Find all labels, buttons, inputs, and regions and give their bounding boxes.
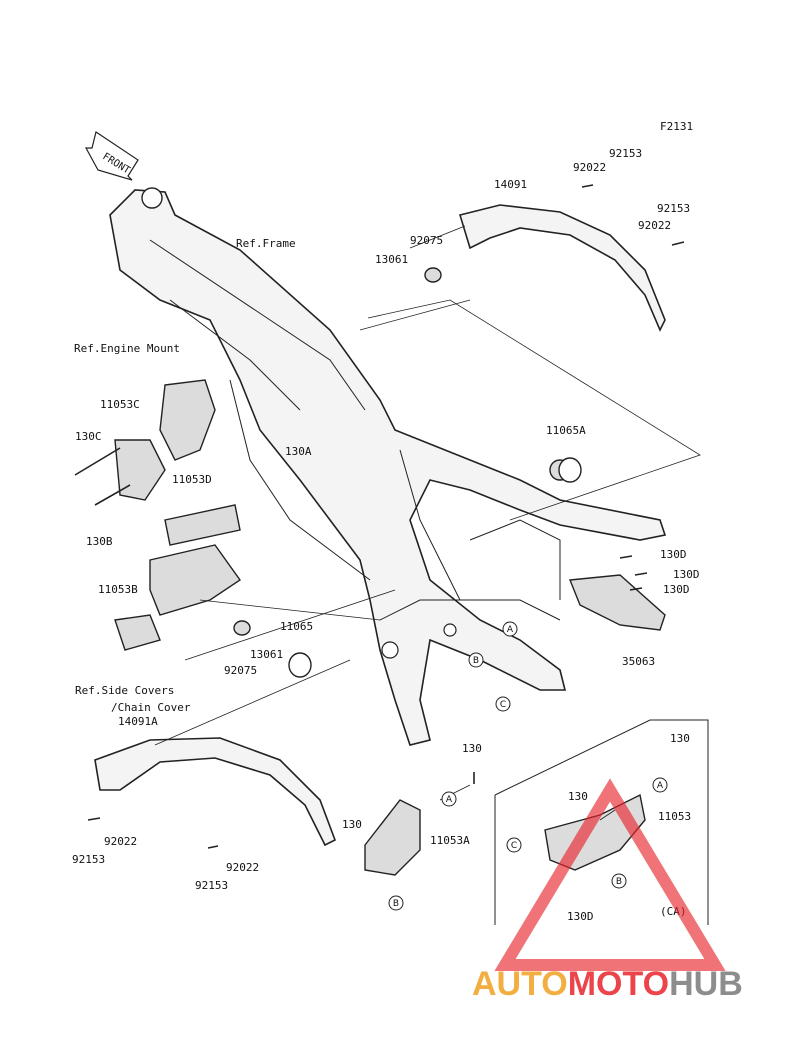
bolt-group <box>74 184 685 849</box>
label-11053D: 11053D <box>172 473 212 486</box>
label-ref-chain-cover: /Chain Cover <box>111 701 191 714</box>
bracket-plate <box>164 504 241 546</box>
label-11053A: 11053A <box>430 834 470 847</box>
ca-inset-box <box>494 719 709 925</box>
label-92022-c: 92022 <box>104 835 137 848</box>
bracket-11053A <box>364 799 421 876</box>
label-ref-frame: Ref.Frame <box>236 237 296 250</box>
figure-code: F2131 <box>660 120 693 133</box>
svg-text:B: B <box>393 899 399 909</box>
fender-right <box>458 204 666 332</box>
label-130B: 130B <box>86 535 113 548</box>
svg-text:A: A <box>446 795 453 805</box>
watermark-moto: MOTO <box>568 965 669 1003</box>
svg-text:A: A <box>507 625 514 635</box>
warning-triangle-icon <box>494 778 726 971</box>
label-ref-side-covers: Ref.Side Covers <box>75 684 174 697</box>
label-11053B: 11053B <box>98 583 138 596</box>
svg-text:B: B <box>616 877 622 887</box>
label-13061-a: 13061 <box>375 253 408 266</box>
fender-left <box>94 737 337 847</box>
bushing-92075-b <box>233 620 251 636</box>
label-92022-d: 92022 <box>226 861 259 874</box>
label-130A: 130A <box>285 445 312 458</box>
bracket-35063 <box>569 574 666 631</box>
label-92022-b: 92022 <box>638 219 671 232</box>
markers: A B C A B A C B <box>388 621 668 911</box>
grommet-11065 <box>288 652 312 678</box>
watermark-logo: AUTOMOTOHUB <box>472 778 743 1003</box>
svg-text:AUTOMOTOHUB: AUTOMOTOHUB <box>472 965 743 1003</box>
label-11065A: 11065A <box>546 424 586 437</box>
label-92153-c: 92153 <box>72 853 105 866</box>
bushing-92075-a <box>424 267 442 283</box>
label-92153-a: 92153 <box>609 147 642 160</box>
bracket-11053D <box>114 439 166 501</box>
svg-text:B: B <box>473 656 479 666</box>
label-130D-b: 130D <box>673 568 700 581</box>
label-92075-b: 92075 <box>224 664 257 677</box>
watermark-hub: HUB <box>669 965 743 1003</box>
label-11053C: 11053C <box>100 398 140 411</box>
label-13061-b: 13061 <box>250 648 283 661</box>
label-14091A: 14091A <box>118 715 158 728</box>
label-130-a: 130 <box>462 742 482 755</box>
main-frame <box>109 187 667 746</box>
bracket-11053B <box>149 544 241 616</box>
label-92075-a: 92075 <box>410 234 443 247</box>
bracket-small <box>114 614 161 651</box>
label-92022-a: 92022 <box>573 161 606 174</box>
front-arrow-icon: FRONT <box>84 131 139 181</box>
label-11053: 11053 <box>658 810 691 823</box>
watermark-auto: AUTO <box>472 965 568 1003</box>
part-labels: 92153 92022 14091 92153 92022 Ref.Frame … <box>72 147 700 923</box>
label-130C: 130C <box>75 430 102 443</box>
label-92153-b: 92153 <box>657 202 690 215</box>
bracket-11053C <box>159 379 216 461</box>
leader-lines <box>154 225 701 821</box>
svg-text:C: C <box>500 700 506 710</box>
label-130D-d: 130D <box>567 910 594 923</box>
label-14091: 14091 <box>494 178 527 191</box>
svg-text:C: C <box>511 841 517 851</box>
label-130D-c: 130D <box>663 583 690 596</box>
grommet-11065A <box>558 457 582 483</box>
label-130D-a: 130D <box>660 548 687 561</box>
label-ref-engine-mount: Ref.Engine Mount <box>74 342 180 355</box>
label-130-b: 130 <box>342 818 362 831</box>
label-11065: 11065 <box>280 620 313 633</box>
label-130-d: 130 <box>670 732 690 745</box>
label-92153-d: 92153 <box>195 879 228 892</box>
svg-text:A: A <box>657 781 664 791</box>
label-130-c: 130 <box>568 790 588 803</box>
label-35063: 35063 <box>622 655 655 668</box>
